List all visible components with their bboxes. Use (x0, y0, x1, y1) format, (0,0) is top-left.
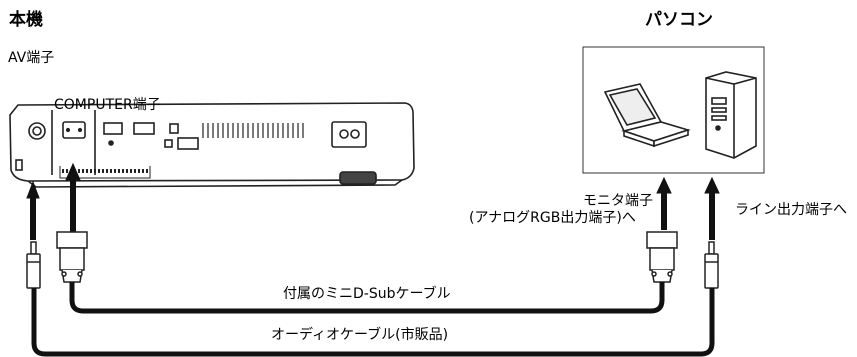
line-out-label: ライン出力端子へ (735, 202, 847, 218)
dsub-connector-left (56, 231, 88, 283)
laptop (603, 83, 691, 148)
dsub-cable (69, 282, 665, 314)
arrows-projector (26, 162, 81, 240)
projector-title: 本機 (9, 10, 43, 30)
audio-plug-right (704, 241, 719, 289)
dsub-connector-right (646, 231, 678, 283)
desktop-tower (705, 71, 757, 159)
monitor-port-label-line1: モニタ端子 (583, 193, 653, 209)
audio-cable-label: オーディオケーブル(市販品) (271, 327, 449, 343)
pc-title: パソコン (645, 10, 713, 30)
arrows-pc (656, 176, 720, 240)
computer-port-label: COMPUTER端子 (54, 97, 161, 113)
audio-cable (31, 288, 715, 357)
dsub-cable-label: 付属のミニD-Subケーブル (283, 286, 451, 302)
monitor-port-label-line2: (アナログRGB出力端子)へ (469, 210, 636, 226)
audio-plug-left (26, 241, 41, 289)
projector (9, 102, 415, 188)
av-port-label: AV端子 (8, 50, 55, 66)
